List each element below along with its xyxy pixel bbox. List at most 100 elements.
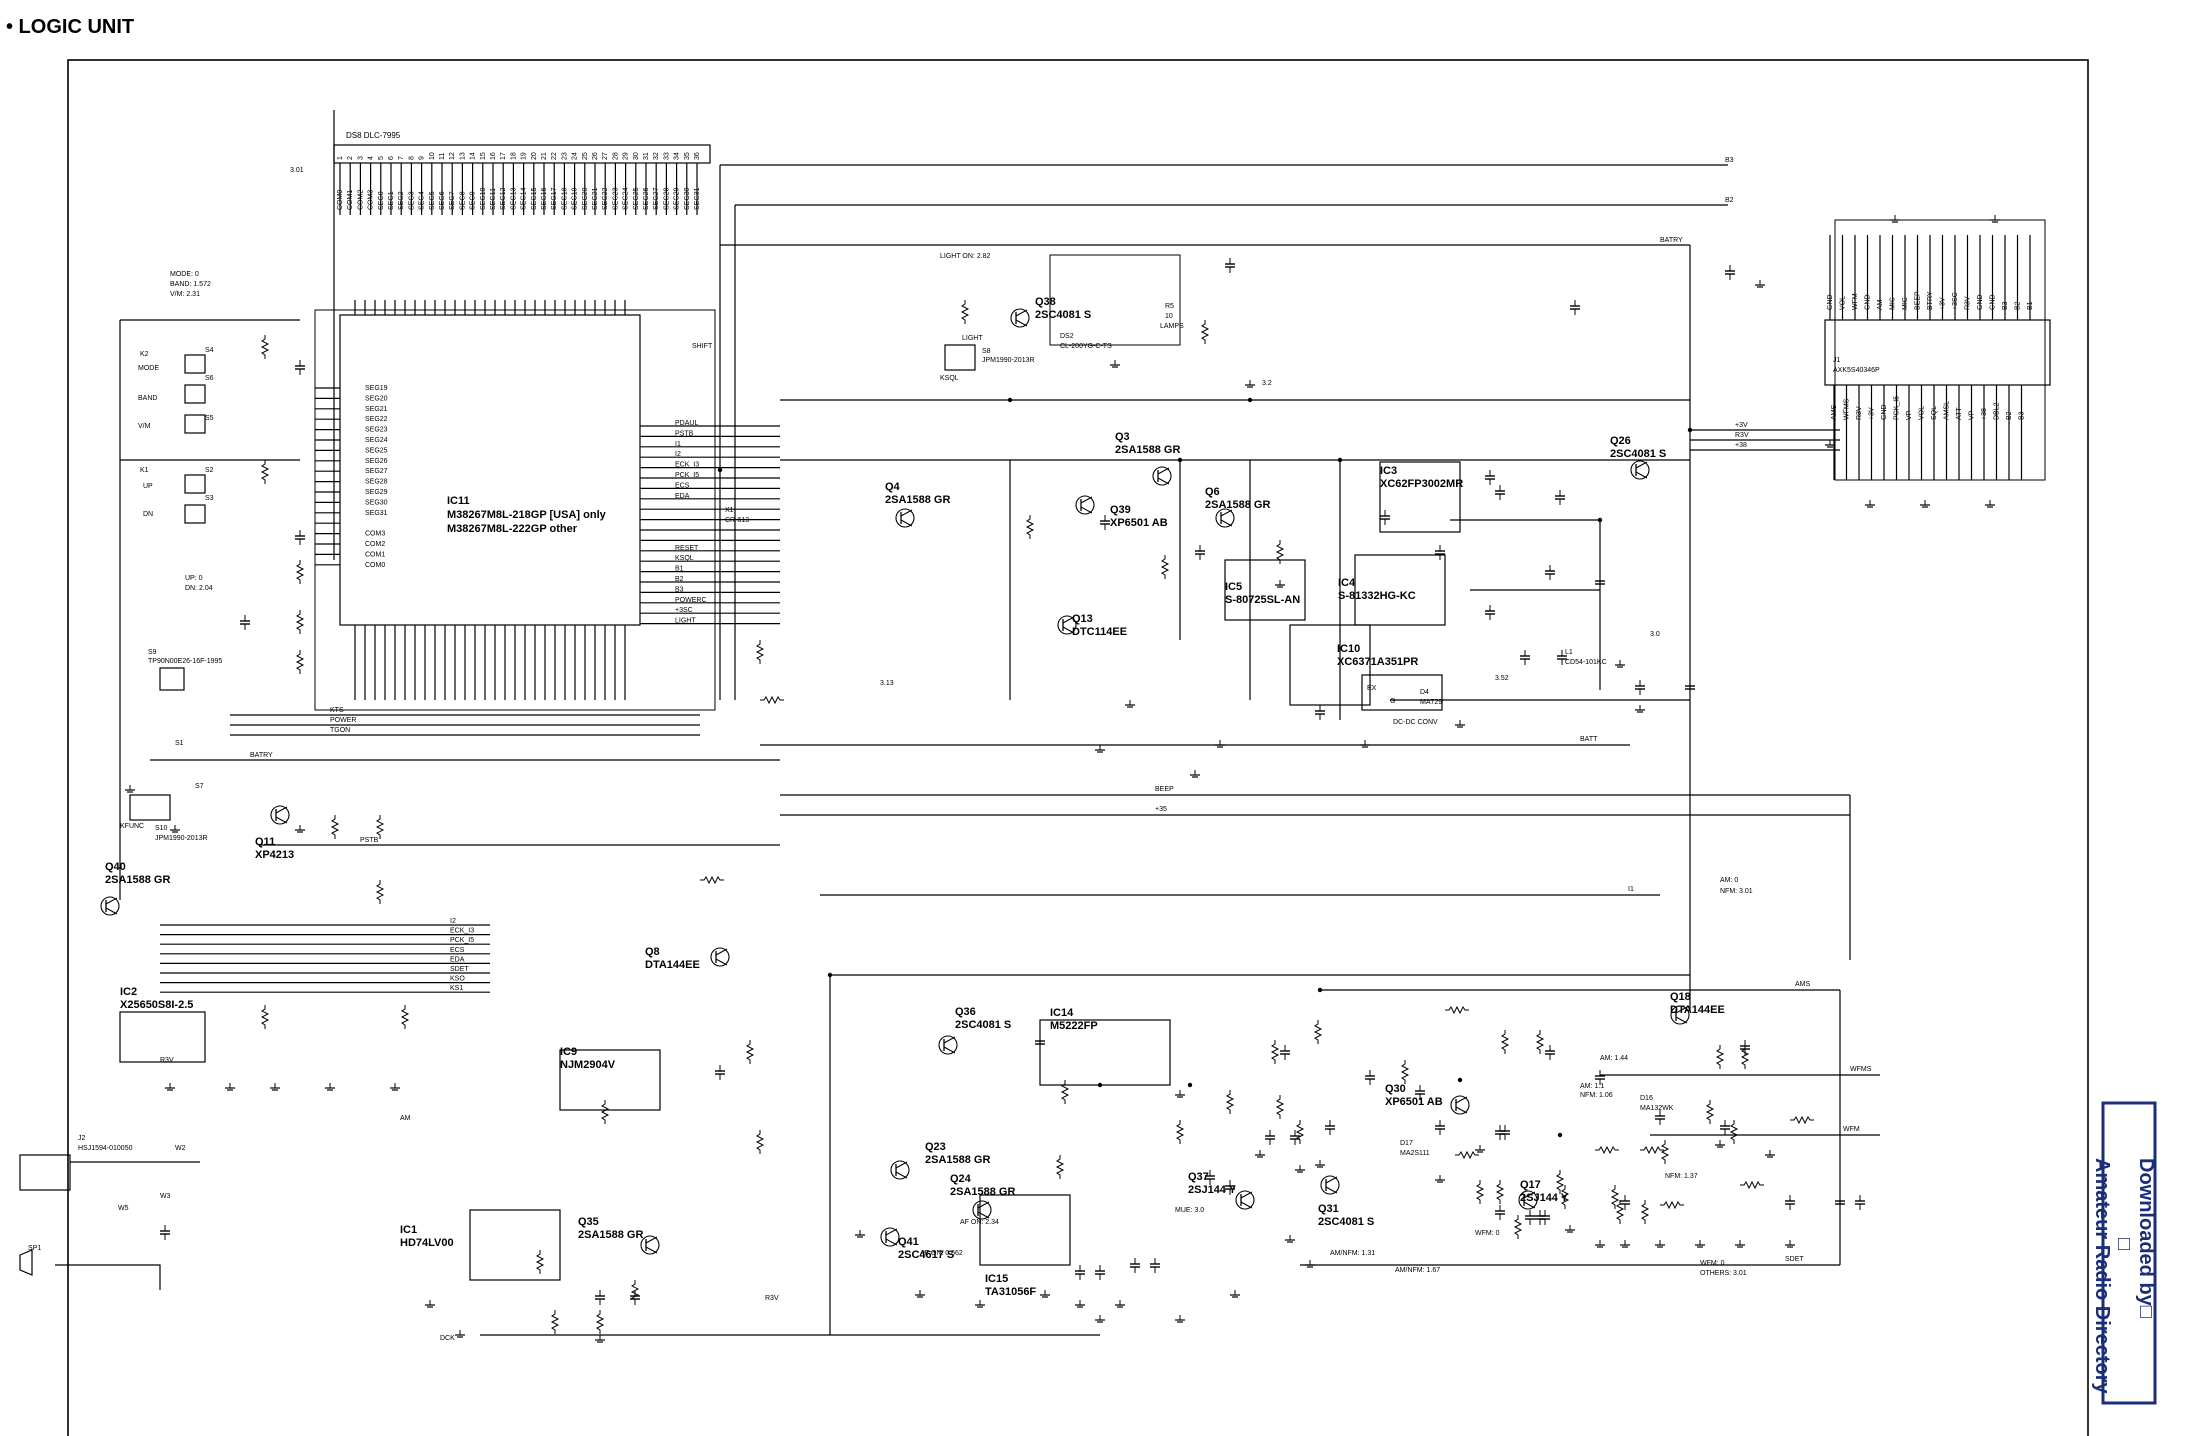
transistor-q41-symbol — [880, 1227, 900, 1247]
net-label-dud: KTS — [330, 707, 344, 714]
bus-label: ECK_I3 — [450, 928, 474, 935]
resistor — [1640, 1145, 1664, 1155]
ds8-signal-SEG9: SEG9 — [470, 191, 477, 210]
transistor-q11-collector — [275, 806, 288, 814]
transistor-q23-collector — [895, 1161, 908, 1169]
ic11-right-signal: POWERC — [675, 597, 707, 604]
j1-bottom-pin: +3V — [1869, 407, 1876, 420]
transistor-q30-symbol — [1450, 1095, 1470, 1115]
switch-ref: K1 — [140, 467, 149, 474]
ds8-signal-SEG1: SEG1 — [388, 191, 395, 210]
ic11-right-signal: EDA — [675, 493, 690, 500]
transistor-ref-q36: Q36 — [955, 1006, 976, 1018]
net-label-r3v-bottom: R3V — [765, 1295, 779, 1302]
transistor-part-q36: 2SC4081 S — [955, 1019, 1011, 1031]
transistor-q40-emitter — [105, 907, 118, 915]
transistor-q8-collector — [715, 948, 728, 956]
ds8-signal-SEG26: SEG26 — [643, 187, 650, 210]
ds8-signal-SEG28: SEG28 — [663, 187, 670, 210]
s1-ref: S1 — [175, 740, 184, 747]
net-label-kso: R3V — [160, 1057, 174, 1064]
transistor-q4-emitter — [900, 519, 913, 527]
chip-ref-ic10: IC10 — [1337, 643, 1360, 655]
ds8-pin-3: 3 — [357, 156, 364, 160]
transistor-q24-symbol — [972, 1200, 992, 1220]
ds8-pin-7: 7 — [398, 156, 405, 160]
j1-top-pin: VOL — [1840, 296, 1847, 310]
j1-top-pin: BEEP — [1915, 291, 1922, 310]
s9-part: TP90N00E26-16F-1995 — [148, 658, 222, 665]
switch-ref: S2 — [205, 467, 214, 474]
ds8-pin-26: 26 — [592, 152, 599, 160]
chip-part-ic9: NJM2904V — [560, 1059, 616, 1071]
transistor-q30-collector — [1455, 1096, 1468, 1104]
r5-value: 10 — [1165, 313, 1173, 320]
resistor — [1790, 1115, 1814, 1125]
resistor — [1660, 1140, 1670, 1164]
net-label-sdet: DCK — [440, 1335, 455, 1342]
net-label-wfm: SDET — [1785, 1256, 1804, 1263]
chip-ic2 — [119, 1011, 206, 1063]
j2-ref: J2 — [78, 1135, 86, 1142]
s7-ref: S7 — [195, 783, 204, 790]
wires — [55, 110, 2031, 1336]
j1-top-pin: R3V — [1965, 296, 1972, 310]
d17-part: MA2S111 — [1400, 1150, 1430, 1157]
wfm-zero: WFM: 0 — [1700, 1260, 1725, 1267]
ds8-pin-10: 10 — [429, 152, 436, 160]
ds8-pin-30: 30 — [633, 152, 640, 160]
transistor-q31-collector — [1325, 1176, 1338, 1184]
transistor-ref-q40: Q40 — [105, 861, 126, 873]
junction-dot — [1317, 987, 1323, 993]
transistor-part-q38: 2SC4081 S — [1035, 309, 1091, 321]
resistor — [295, 560, 305, 584]
j1-top-pin: GND — [1827, 294, 1834, 310]
ds8-signal-SEG20: SEG20 — [582, 187, 589, 210]
switch-ref: K2 — [140, 351, 149, 358]
resistor — [1715, 1045, 1725, 1069]
ds8-signal-SEG31: SEG31 — [694, 187, 701, 210]
ic11-left-pin-label: SEG31 — [365, 510, 388, 517]
ic11-right-signal: B3 — [675, 586, 684, 593]
ic11-right-signal: B2 — [675, 576, 684, 583]
dn-voltage: DN: 2.04 — [185, 585, 213, 592]
chip-ic1 — [469, 1209, 561, 1281]
resistor — [1740, 1180, 1764, 1190]
ds8-signal-SEG22: SEG22 — [602, 187, 609, 210]
ds8-signal-SEG8: SEG8 — [459, 191, 466, 210]
resistor — [1560, 1185, 1570, 1209]
resistor — [1513, 1215, 1523, 1239]
transistor-q26-emitter — [1635, 471, 1648, 479]
j1-top-pin: GND — [1977, 294, 1984, 310]
transistor-q38-emitter — [1015, 319, 1028, 327]
sp-wire — [55, 1264, 161, 1290]
resistor — [1225, 1090, 1235, 1114]
ds8-signal-SEG24: SEG24 — [623, 187, 630, 210]
transistor-ref-q30: Q30 — [1385, 1083, 1406, 1095]
transistor-q3-collector — [1157, 467, 1170, 475]
ic11-left-pin-label: SEG23 — [365, 427, 388, 434]
junction-dot — [717, 467, 723, 473]
d17-ref: D17 — [1400, 1140, 1413, 1147]
ic11-left-pin-label: COM1 — [365, 551, 385, 558]
ds8-pin-11: 11 — [439, 153, 446, 160]
ic11-right-signal: RESET — [675, 545, 699, 552]
transistor-ref-q11: Q11 — [255, 836, 275, 848]
ds8-signal-SEG30: SEG30 — [684, 187, 691, 210]
resistor — [960, 300, 970, 324]
resistor — [260, 335, 270, 359]
transistor-q36-emitter — [943, 1046, 956, 1054]
resistor — [1313, 1020, 1323, 1044]
resistor — [375, 815, 385, 839]
voltage-label: 3.0 — [1650, 631, 1660, 638]
up-voltage: UP: 0 — [185, 575, 203, 582]
net-label-r3v: R3V — [1735, 432, 1749, 439]
ds8-pin-23: 23 — [561, 152, 568, 160]
transistor-q24-collector — [977, 1201, 990, 1209]
bus-label: KSO — [450, 976, 465, 983]
ds8-pin-1: 1 — [337, 156, 344, 160]
ic11-part-other: M38267M8L-222GP other — [447, 523, 578, 535]
switch-label: DN — [143, 511, 153, 518]
transistor-q6-collector — [1220, 509, 1233, 517]
ds8-signal-SEG15: SEG15 — [531, 187, 538, 210]
